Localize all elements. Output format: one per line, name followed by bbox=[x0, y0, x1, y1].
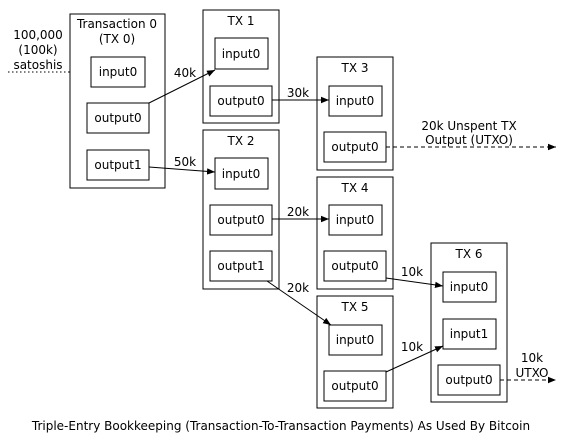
tx5-title: TX 5 bbox=[341, 300, 369, 314]
tx5-node: TX 5 input0 output0 bbox=[316, 295, 394, 409]
edge-tx2-tx5 bbox=[266, 280, 332, 326]
tx4-output0-box bbox=[323, 250, 387, 282]
edge-tx5-tx6 bbox=[385, 345, 444, 373]
tx2-output0-box bbox=[209, 204, 273, 236]
tx5-output0-label: output0 bbox=[331, 379, 378, 393]
tx2-node: TX 2 input0 output0 output1 bbox=[202, 129, 280, 290]
edge-tx4-tx6 bbox=[385, 277, 444, 289]
tx6-input1-label: input1 bbox=[450, 327, 489, 341]
tx2-output0-label: output0 bbox=[217, 213, 264, 227]
tx0-output1-box bbox=[86, 149, 150, 181]
tx1-output0-label: output0 bbox=[217, 94, 264, 108]
edge-tx0-tx2 bbox=[148, 166, 216, 175]
tx4-node: TX 4 input0 output0 bbox=[316, 176, 394, 290]
tx2-input0-box bbox=[214, 157, 269, 190]
tx6-output0-box bbox=[437, 364, 501, 396]
edge-tx2-tx4-label: 20k bbox=[287, 205, 309, 219]
tx6-input0-label: input0 bbox=[450, 280, 489, 294]
utxo-a-line1: 20k Unspent TX bbox=[421, 119, 516, 133]
tx0-output1-label: output1 bbox=[94, 158, 141, 172]
diagram-caption: Triple-Entry Bookkeeping (Transaction-To… bbox=[31, 419, 530, 433]
edge-tx2-tx5-label: 20k bbox=[287, 281, 309, 295]
tx6-output0-label: output0 bbox=[445, 373, 492, 387]
input-amount-line3: satoshis bbox=[13, 58, 62, 72]
tx6-title: TX 6 bbox=[455, 247, 483, 261]
tx0-node: Transaction 0 (TX 0) input0 output0 outp… bbox=[69, 13, 166, 189]
tx1-input0-box bbox=[214, 37, 269, 70]
tx3-title: TX 3 bbox=[341, 61, 369, 75]
edge-tx0-tx1-label: 40k bbox=[174, 66, 196, 80]
tx0-subtitle: (TX 0) bbox=[99, 32, 135, 46]
tx4-input0-label: input0 bbox=[336, 213, 375, 227]
tx1-input0-label: input0 bbox=[222, 47, 261, 61]
tx4-title: TX 4 bbox=[341, 181, 369, 195]
tx2-output1-label: output1 bbox=[217, 259, 264, 273]
tx2-output1-box bbox=[209, 250, 273, 282]
tx6-input1-box bbox=[442, 318, 497, 350]
tx4-output0-label: output0 bbox=[331, 259, 378, 273]
tx0-input0-label: input0 bbox=[99, 65, 138, 79]
tx6-input0-box bbox=[442, 271, 497, 303]
edge-tx0-tx2-label: 50k bbox=[174, 155, 196, 169]
tx5-output0-box bbox=[323, 370, 387, 402]
tx3-node: TX 3 input0 output0 bbox=[316, 56, 394, 171]
tx5-input0-label: input0 bbox=[336, 333, 375, 347]
tx0-input0-box bbox=[90, 56, 146, 88]
edge-tx1-tx3-label: 30k bbox=[287, 86, 309, 100]
tx0-output0-box bbox=[86, 102, 150, 134]
tx3-output0-box bbox=[323, 131, 387, 163]
edge-tx0-tx1 bbox=[148, 69, 216, 104]
tx2-input0-label: input0 bbox=[222, 167, 261, 181]
input-amount-line2: (100k) bbox=[18, 43, 57, 57]
tx1-title: TX 1 bbox=[227, 14, 255, 28]
tx3-input0-label: input0 bbox=[336, 94, 375, 108]
tx0-output0-label: output0 bbox=[94, 111, 141, 125]
tx4-input0-box bbox=[328, 204, 383, 236]
input-amount-label: 100,000 (100k) satoshis bbox=[13, 28, 63, 72]
utxo-a-line2: Output (UTXO) bbox=[425, 133, 513, 147]
tx3-output0-label: output0 bbox=[331, 140, 378, 154]
tx1-output0-box bbox=[209, 85, 273, 117]
utxo-b-line1: 10k bbox=[521, 351, 543, 365]
tx2-title: TX 2 bbox=[227, 134, 255, 148]
tx1-node: TX 1 input0 output0 bbox=[202, 9, 280, 124]
edge-tx4-tx6-label: 10k bbox=[401, 265, 423, 279]
tx0-title: Transaction 0 bbox=[76, 17, 157, 31]
input-amount-line1: 100,000 bbox=[13, 28, 63, 42]
tx6-node: TX 6 input0 input1 output0 bbox=[430, 242, 508, 403]
utxo-b-line2: UTXO bbox=[515, 366, 548, 380]
tx3-input0-box bbox=[328, 85, 383, 117]
edge-tx5-tx6-label: 10k bbox=[401, 340, 423, 354]
tx5-input0-box bbox=[328, 324, 383, 356]
